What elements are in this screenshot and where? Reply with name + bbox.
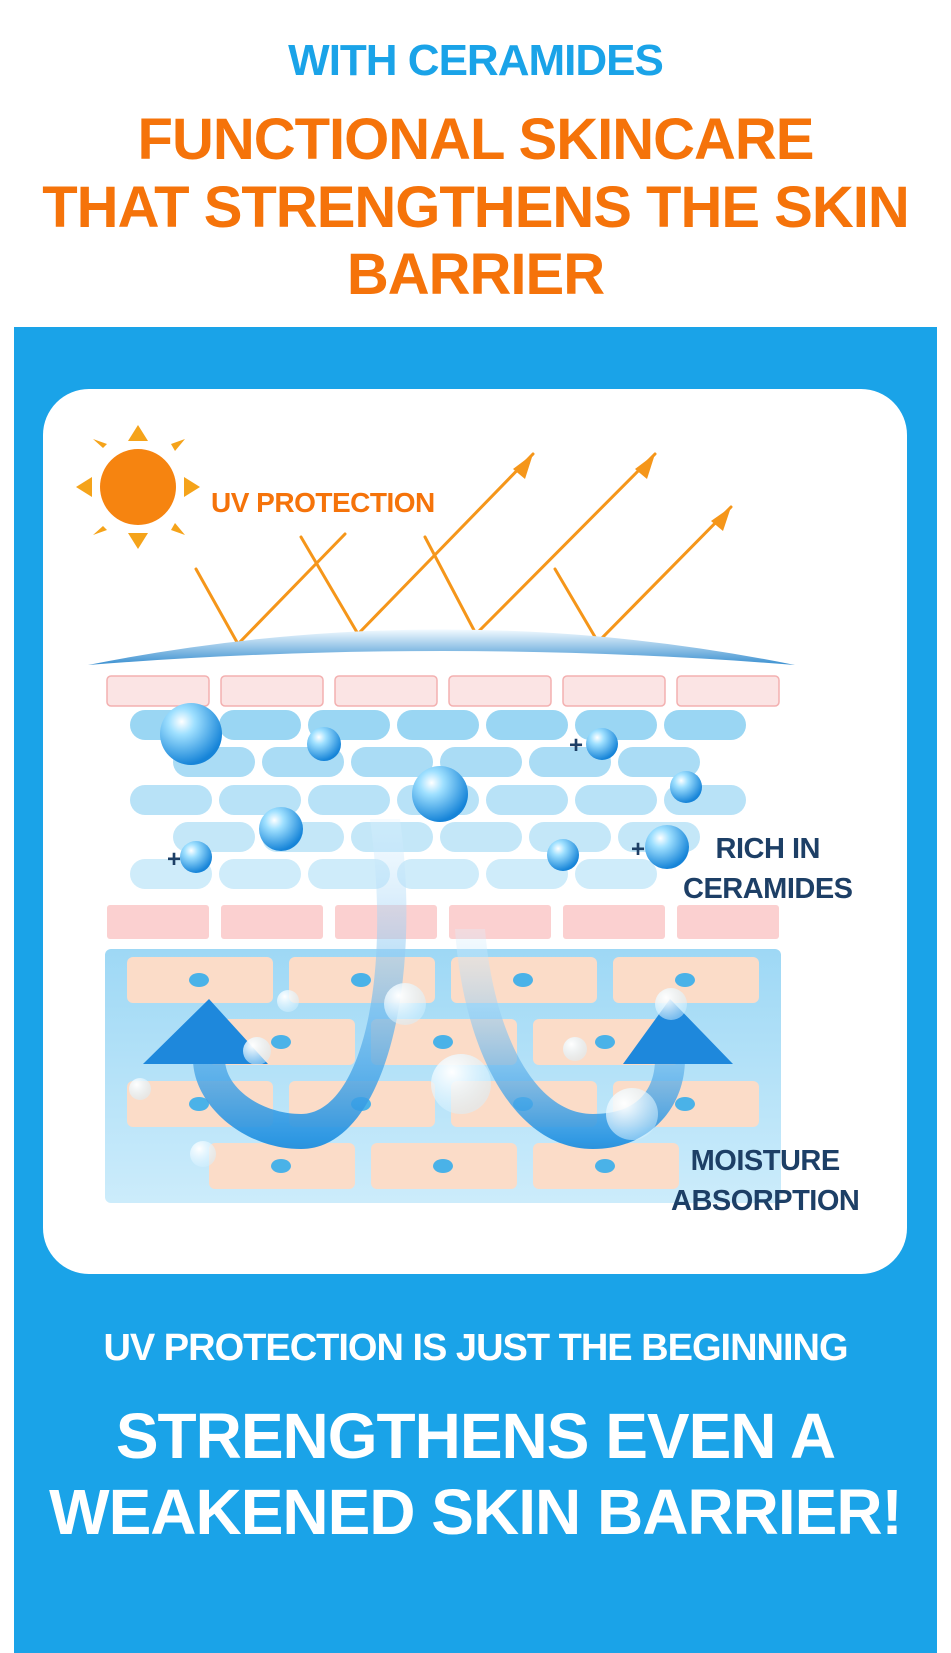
uv-protection-label: UV PROTECTION	[211, 487, 435, 518]
ceramide-bubbles	[160, 703, 702, 873]
sun-icon	[76, 425, 200, 549]
skin-surface-layer	[106, 675, 780, 707]
moisture-label: MOISTURE ABSORPTION	[671, 1141, 860, 1221]
moisture-label-line1: MOISTURE	[690, 1145, 841, 1177]
moisture-label-line2: ABSORPTION	[671, 1185, 860, 1217]
header-title-line2: THAT STRENGTHENS THE SKIN BARRIER	[42, 175, 910, 307]
blue-panel: + + + UV PROTECTION RICH IN CERAMIDES	[14, 327, 937, 1653]
footer-headline-line1: STRENGTHENS EVEN A	[115, 1400, 836, 1472]
uv-shield	[88, 629, 795, 665]
ceramides-label: RICH IN CERAMIDES	[683, 829, 853, 909]
header-title-line1: FUNCTIONAL SKINCARE	[137, 107, 815, 172]
uv-rays	[194, 452, 733, 647]
water-bubbles	[129, 983, 687, 1167]
ceramides-label-line2: CERAMIDES	[683, 873, 853, 905]
svg-text:+: +	[569, 732, 583, 759]
plus-signs: + + +	[167, 732, 645, 873]
skin-diagram: + + +	[76, 425, 795, 1203]
ceramides-label-line1: RICH IN	[715, 833, 821, 865]
svg-text:+: +	[167, 846, 181, 873]
uv-ray-arrowheads	[513, 454, 731, 531]
footer-subtitle: UV PROTECTION IS JUST THE BEGINNING	[103, 1327, 848, 1369]
footer-headline-line2: WEAKENED SKIN BARRIER!	[49, 1476, 903, 1548]
skin-diagram-card: + + + UV PROTECTION RICH IN CERAMIDES	[43, 389, 907, 1274]
svg-text:+: +	[631, 836, 645, 863]
moisture-swirl-arrows	[143, 819, 733, 1149]
header-subtitle: WITH CERAMIDES	[288, 36, 664, 85]
skin-boundary-layer	[107, 905, 779, 939]
